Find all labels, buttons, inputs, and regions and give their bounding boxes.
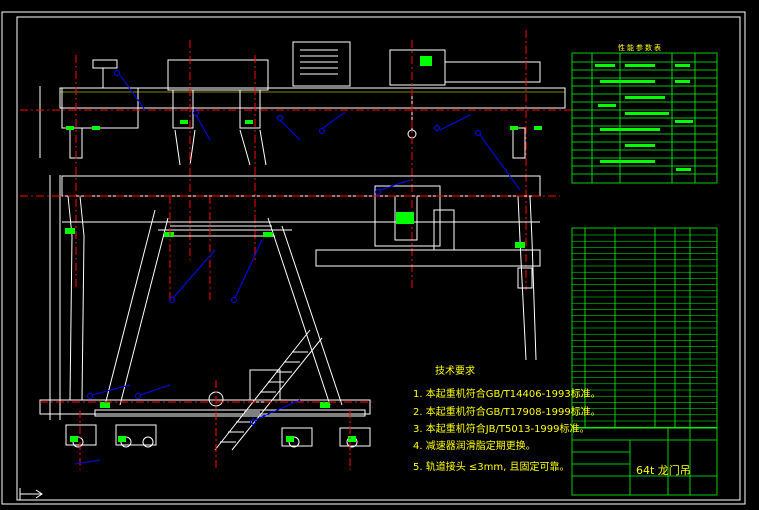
tech-note: 2. 本起重机符合GB/T17908-1999标准。 [413, 407, 601, 418]
ucs-arrow [19, 488, 43, 500]
param-table [571, 52, 718, 184]
tech-note: 4. 减速器润滑脂定期更换。 [413, 441, 536, 452]
param-table-cells [595, 64, 693, 171]
inner-frame [16, 16, 741, 501]
tech-note: 5. 轨道接头 ≤3mm, 且固定可靠。 [413, 462, 570, 473]
tech-note: 1. 本起重机符合GB/T14406-1993标准。 [413, 389, 601, 400]
tech-notes-title: 技术要求 [435, 366, 475, 377]
leader-lines [74, 74, 521, 465]
front-center-lines [20, 195, 560, 470]
cabinet-grid [300, 49, 338, 75]
top-center-lines [20, 30, 572, 290]
front-view [39, 175, 541, 451]
title-block [571, 427, 718, 496]
parts-list-rows [572, 234, 717, 428]
outer-frame [1, 11, 746, 505]
param-table-title: 性能参数表 [618, 44, 663, 52]
balloon-markers [87, 70, 481, 425]
top-view [39, 41, 566, 166]
front-view-details [65, 212, 525, 442]
title-block-name: 64t 龙门吊 [636, 464, 691, 477]
tech-note: 3. 本起重机符合JB/T5013-1999标准。 [413, 424, 590, 435]
top-view-details [66, 56, 542, 130]
